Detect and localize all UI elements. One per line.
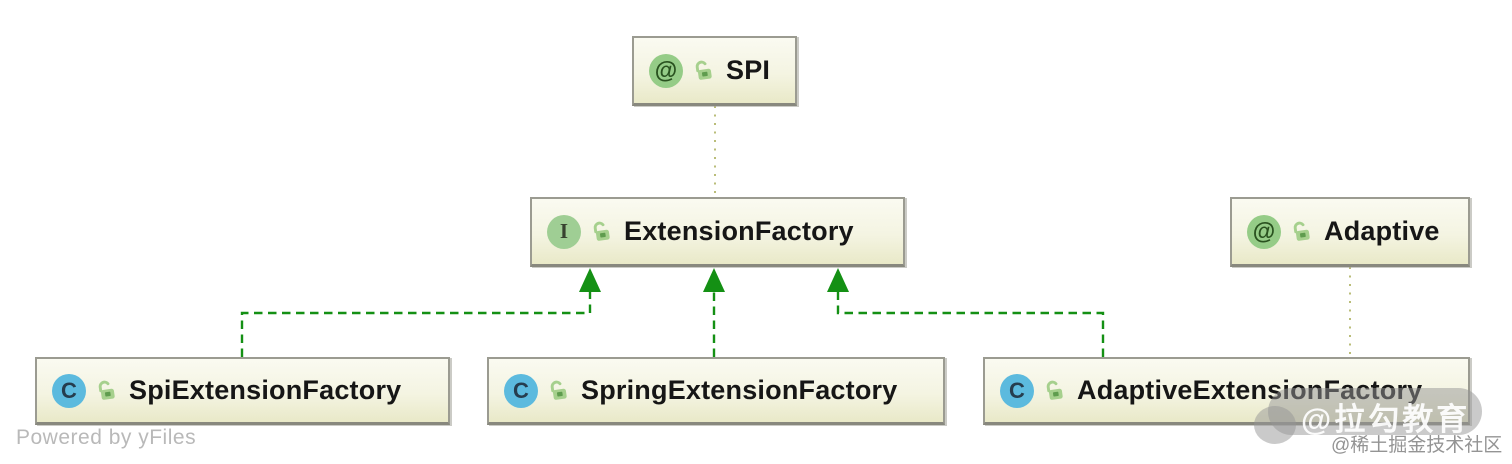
- edge-implements-spiextensionfactory[interactable]: [240, 291, 592, 357]
- public-lock-icon: [1042, 378, 1068, 404]
- class-icon: C: [52, 373, 86, 408]
- public-lock-icon: [589, 219, 615, 245]
- node-spi[interactable]: @ SPI: [632, 36, 797, 106]
- node-label: SpringExtensionFactory: [581, 375, 898, 405]
- arrowhead-spiextensionfactory: [579, 268, 601, 292]
- node-label: ExtensionFactory: [624, 216, 854, 246]
- node-label: Adaptive: [1324, 216, 1440, 246]
- class-icon: C: [1000, 373, 1034, 408]
- public-lock-icon: [1289, 219, 1315, 245]
- arrowhead-adaptiveextensionfactory: [827, 268, 849, 292]
- juejin-watermark: @稀土掘金技术社区: [1331, 435, 1503, 456]
- node-spring-extension-factory[interactable]: C SpringExtensionFactory: [487, 357, 945, 425]
- edge-implements-adaptiveextensionfactory[interactable]: [836, 291, 1105, 357]
- node-extension-factory[interactable]: I ExtensionFactory: [530, 197, 905, 267]
- node-label: SpiExtensionFactory: [129, 375, 402, 405]
- interface-icon: I: [547, 214, 581, 249]
- annotation-icon: @: [1247, 214, 1281, 249]
- public-lock-icon: [691, 58, 717, 84]
- lagou-watermark: @拉勾教育: [1301, 402, 1471, 437]
- node-adaptive[interactable]: @ Adaptive: [1230, 197, 1470, 267]
- class-icon: C: [504, 373, 538, 408]
- annotation-icon: @: [649, 53, 683, 88]
- node-label: SPI: [726, 55, 771, 85]
- node-spi-extension-factory[interactable]: C SpiExtensionFactory: [35, 357, 450, 425]
- powered-by-yfiles-watermark: Powered by yFiles: [16, 426, 197, 449]
- arrowhead-springextensionfactory: [703, 268, 725, 292]
- watermark-blob: [1254, 388, 1482, 444]
- public-lock-icon: [94, 378, 120, 404]
- public-lock-icon: [546, 378, 572, 404]
